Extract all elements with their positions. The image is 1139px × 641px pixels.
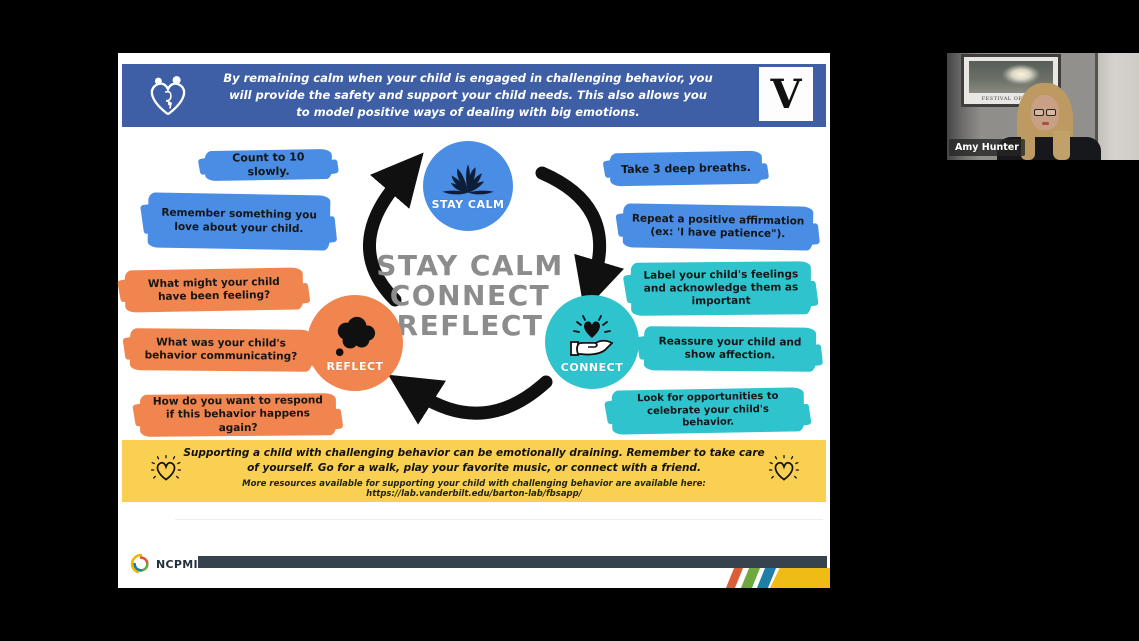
vanderbilt-logo: V bbox=[759, 67, 813, 121]
lotus-icon bbox=[442, 164, 494, 194]
poster-caption: FESTIVAL OF ARTS bbox=[981, 96, 1041, 102]
tip-celebrate-text: Look for opportunities to celebrate your… bbox=[636, 391, 779, 429]
radiant-heart-icon-right bbox=[768, 454, 800, 481]
tip-remember-text: Remember something you love about your c… bbox=[161, 207, 317, 235]
tip-deep-breaths: Take 3 deep breaths. bbox=[609, 150, 763, 187]
arrow-staycalm-to-connect bbox=[535, 166, 625, 312]
participant-face bbox=[1031, 95, 1059, 130]
participant-hair-strand-right bbox=[1053, 131, 1070, 160]
ncpmi-logo: NCPMI bbox=[130, 552, 198, 576]
family-heart-icon bbox=[150, 76, 186, 116]
glasses-lens-right bbox=[1046, 109, 1056, 116]
deco-gold-block bbox=[770, 568, 830, 588]
center-title-line3: REFLECT bbox=[396, 308, 544, 342]
thought-cloud-icon bbox=[335, 316, 376, 356]
footer-banner-resources: More resources available for supporting … bbox=[242, 479, 706, 500]
footer-banner-main: Supporting a child with challenging beha… bbox=[183, 447, 765, 475]
center-title: STAY CALM CONNECT REFLECT bbox=[340, 251, 600, 341]
center-title-line1: STAY CALM bbox=[376, 249, 564, 282]
center-title-line2: CONNECT bbox=[389, 278, 551, 312]
tip-respond-text: How do you want to respond if this behav… bbox=[152, 394, 323, 434]
tip-feeling-text: What might your child have been feeling? bbox=[147, 275, 280, 303]
ncpmi-swirl-icon bbox=[130, 553, 149, 574]
slide-divider-line bbox=[175, 519, 823, 520]
glasses bbox=[1033, 109, 1057, 116]
door-edge bbox=[1095, 53, 1098, 160]
tip-reassure: Reassure your child and show affection. bbox=[643, 326, 817, 372]
tip-celebrate-behavior: Look for opportunities to celebrate your… bbox=[611, 387, 805, 435]
tip-remember-love: Remember something you love about your c… bbox=[147, 192, 331, 251]
tip-affirmation-text: Repeat a positive affirmation (ex: 'I ha… bbox=[631, 212, 805, 241]
tip-respond-again: How do you want to respond if this behav… bbox=[139, 393, 337, 437]
cycle-arrows bbox=[363, 152, 625, 425]
tip-label-feelings-text: Label your child's feelings and acknowle… bbox=[643, 268, 799, 308]
door bbox=[1098, 53, 1139, 160]
footer-bar bbox=[198, 556, 827, 568]
tip-count-text: Count to 10 slowly. bbox=[232, 150, 305, 179]
tip-breaths-text: Take 3 deep breaths. bbox=[620, 160, 752, 176]
node-reflect-label: REFLECT bbox=[326, 359, 384, 373]
participant-name: Amy Hunter bbox=[955, 142, 1019, 153]
tip-count-to-10: Count to 10 slowly. bbox=[204, 148, 333, 182]
tip-label-feelings: Label your child's feelings and acknowle… bbox=[630, 261, 812, 316]
hand-heart-icon bbox=[570, 314, 614, 356]
node-connect: CONNECT bbox=[545, 295, 639, 389]
footer-banner: Supporting a child with challenging beha… bbox=[122, 440, 826, 502]
ncpmi-logo-text: NCPMI bbox=[156, 557, 198, 571]
tip-behavior-communicating: What was your child's behavior communica… bbox=[129, 328, 313, 372]
slide-area: By remaining calm when your child is eng… bbox=[118, 53, 830, 588]
tip-communicating-text: What was your child's behavior communica… bbox=[144, 336, 298, 363]
arrow-reflect-to-staycalm bbox=[363, 152, 424, 307]
webcam-tile[interactable]: FESTIVAL OF ARTS Amy Hunter bbox=[947, 53, 1139, 160]
vanderbilt-letter: V bbox=[770, 70, 802, 118]
glasses-lens-left bbox=[1034, 109, 1044, 116]
participant-name-badge: Amy Hunter bbox=[949, 139, 1025, 156]
node-connect-label: CONNECT bbox=[560, 360, 624, 374]
tip-child-feeling: What might your child have been feeling? bbox=[124, 267, 304, 313]
header-banner-text: By remaining calm when your child is eng… bbox=[223, 70, 713, 120]
mouth bbox=[1042, 122, 1049, 125]
node-reflect: REFLECT bbox=[307, 295, 403, 391]
tip-affirmation: Repeat a positive affirmation (ex: 'I ha… bbox=[622, 203, 814, 251]
node-stay-calm: STAY CALM bbox=[423, 141, 513, 231]
tip-reassure-text: Reassure your child and show affection. bbox=[658, 335, 802, 362]
header-banner: By remaining calm when your child is eng… bbox=[122, 64, 826, 127]
arrow-connect-to-reflect bbox=[388, 374, 553, 425]
footer-banner-text: Supporting a child with challenging beha… bbox=[180, 446, 768, 499]
radiant-heart-icon-left bbox=[150, 454, 182, 481]
node-stay-calm-label: STAY CALM bbox=[431, 197, 505, 211]
